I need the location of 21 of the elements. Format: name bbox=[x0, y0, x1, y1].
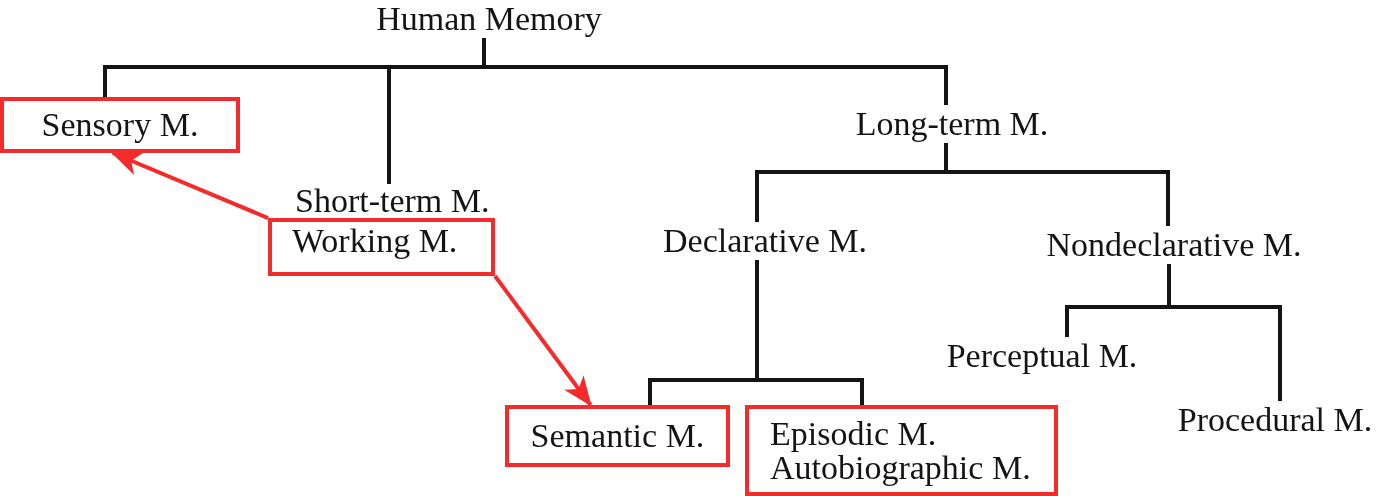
node-label: Procedural M. bbox=[1177, 401, 1373, 439]
node-label: Human Memory bbox=[376, 0, 602, 38]
node-label: Declarative M. bbox=[663, 222, 867, 260]
highlight-box bbox=[745, 405, 1058, 496]
node-label: Sensory M. bbox=[41, 106, 199, 144]
arrow bbox=[493, 274, 593, 407]
node-label: Semantic M. bbox=[530, 417, 705, 455]
highlight-box bbox=[505, 405, 730, 467]
connector-line bbox=[482, 38, 948, 105]
connector-line bbox=[1167, 264, 1282, 401]
node-label: Working M. bbox=[292, 222, 458, 260]
node-label: Perceptual M. bbox=[946, 337, 1138, 375]
node-label: Episodic M. bbox=[770, 417, 937, 451]
node-label: Short-term M. bbox=[295, 184, 490, 218]
node-label: Long-term M. bbox=[855, 105, 1049, 143]
arrow bbox=[110, 151, 269, 220]
node-label: Nondeclarative M. bbox=[1046, 226, 1302, 264]
highlight-box bbox=[0, 97, 240, 153]
connector-line bbox=[944, 143, 1170, 226]
connector-line bbox=[755, 260, 864, 405]
node-label: Autobiographic M. bbox=[770, 451, 1031, 485]
